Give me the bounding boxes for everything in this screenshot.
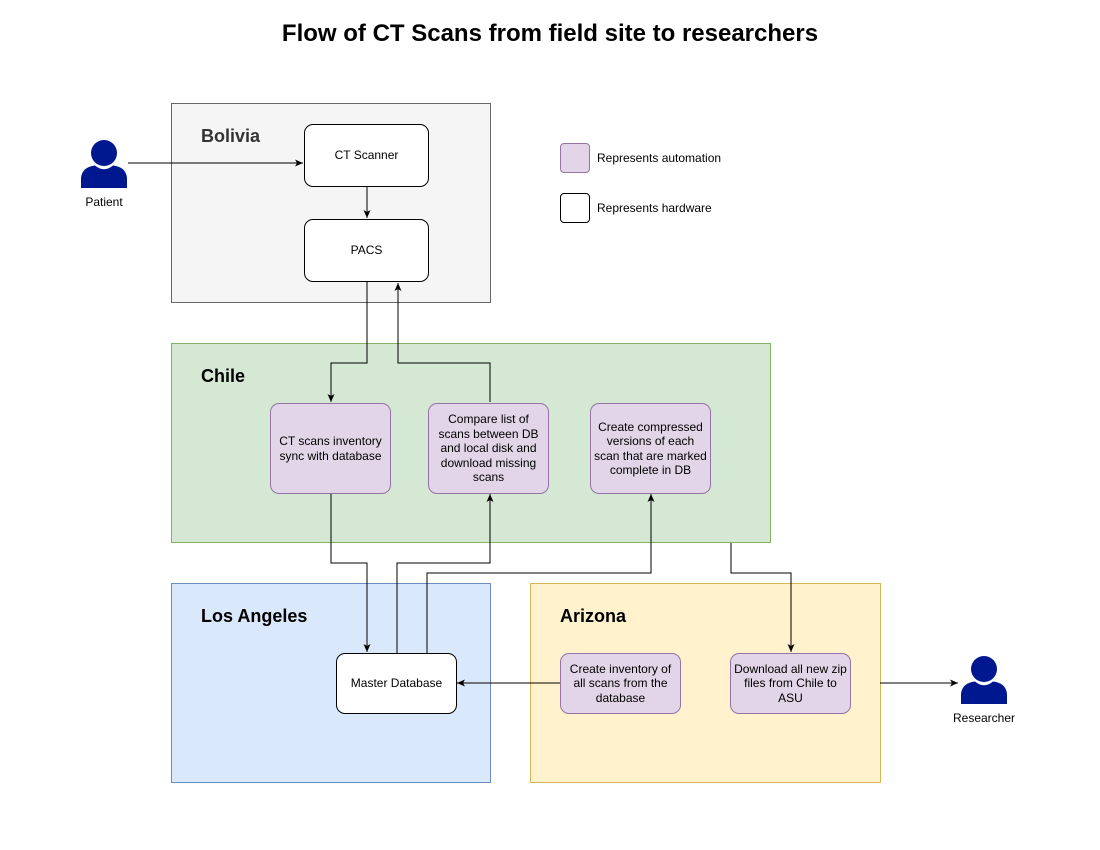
legend-automation-swatch [560,143,590,173]
region-label-bolivia: Bolivia [201,126,261,146]
legend-hardware-swatch [560,193,590,223]
region-label-arizona: Arizona [560,606,627,626]
node-master-database[interactable]: Master Database [336,653,457,714]
researcher-label: Researcher [952,711,1016,725]
region-label-chile: Chile [201,366,246,386]
legend-automation-label: Represents automation [597,151,722,165]
edge-chile-to-download-zip [730,543,795,652]
region-label-los-angeles: Los Angeles [201,606,308,626]
edge-master-db-to-compare-scans [396,494,494,653]
node-ct-scanner[interactable]: CT Scanner [304,124,429,187]
legend-hardware-label: Represents hardware [597,201,712,215]
patient-label: Patient [85,195,123,209]
patient-icon [81,140,127,188]
node-inventory-sync[interactable]: CT scans inventory sync with database [270,403,391,494]
node-download-zip[interactable]: Download all new zip files from Chile to… [730,653,851,714]
edge-inventory-sync-to-master-db [330,493,371,652]
edge-pacs-to-inventory-sync [327,282,368,402]
edge-master-db-to-compress-scans [426,494,655,653]
node-compress-scans[interactable]: Create compressed versions of each scan … [590,403,711,494]
diagram-title: Flow of CT Scans from field site to rese… [281,20,819,47]
node-compare-scans[interactable]: Compare list of scans between DB and loc… [428,403,549,494]
edge-pacs-compare-scans [394,283,491,402]
researcher-icon [961,656,1007,704]
node-pacs[interactable]: PACS [304,219,429,282]
node-create-inventory[interactable]: Create inventory of all scans from the d… [560,653,681,714]
